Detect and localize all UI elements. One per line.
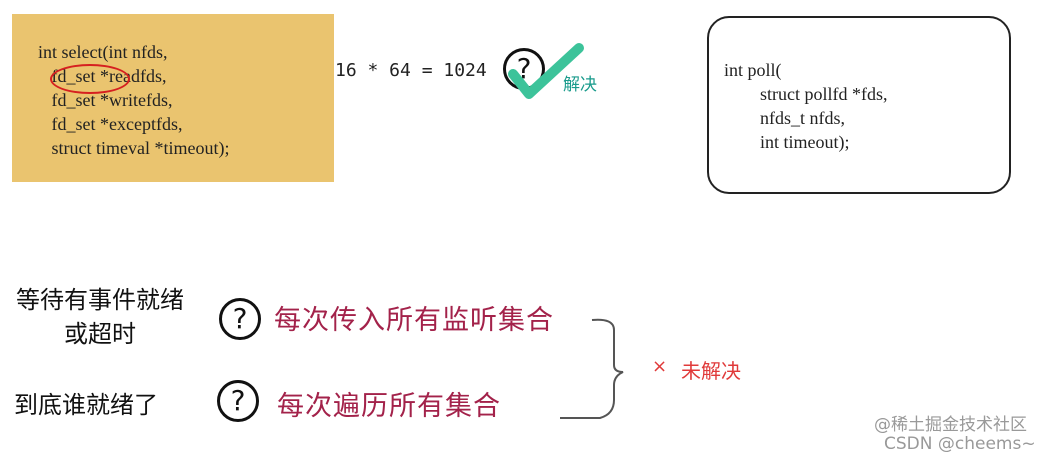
unresolved-x-icon: × <box>652 356 668 377</box>
curly-brace <box>560 318 624 419</box>
fd-set-highlight-ellipse <box>50 64 130 94</box>
fd-limit-formula: 16 * 64 = 1024 <box>335 60 487 81</box>
problem-2-issue: 每次遍历所有集合 <box>277 391 501 422</box>
poll-signature-box <box>707 16 1011 194</box>
resolved-label: 解决 <box>563 75 597 95</box>
watermark: CSDN @cheems~ <box>884 434 1036 454</box>
select-signature-box <box>12 14 334 182</box>
select-signature: int select(int nfds, fd_set *readfds, fd… <box>38 42 230 158</box>
watermark: @稀土掘金技术社区 <box>874 415 1027 435</box>
unresolved-label: 未解决 <box>681 359 741 383</box>
question-icon: ? <box>217 380 259 422</box>
check-icon <box>508 43 584 99</box>
poll-signature: int poll( struct pollfd *fds, nfds_t nfd… <box>724 60 888 152</box>
problem-1-description: 等待有事件就绪或超时 <box>16 286 184 348</box>
problem-1-issue: 每次传入所有监听集合 <box>274 305 554 336</box>
question-icon: ? <box>219 298 261 340</box>
problem-2-description: 到底谁就绪了 <box>14 391 158 419</box>
